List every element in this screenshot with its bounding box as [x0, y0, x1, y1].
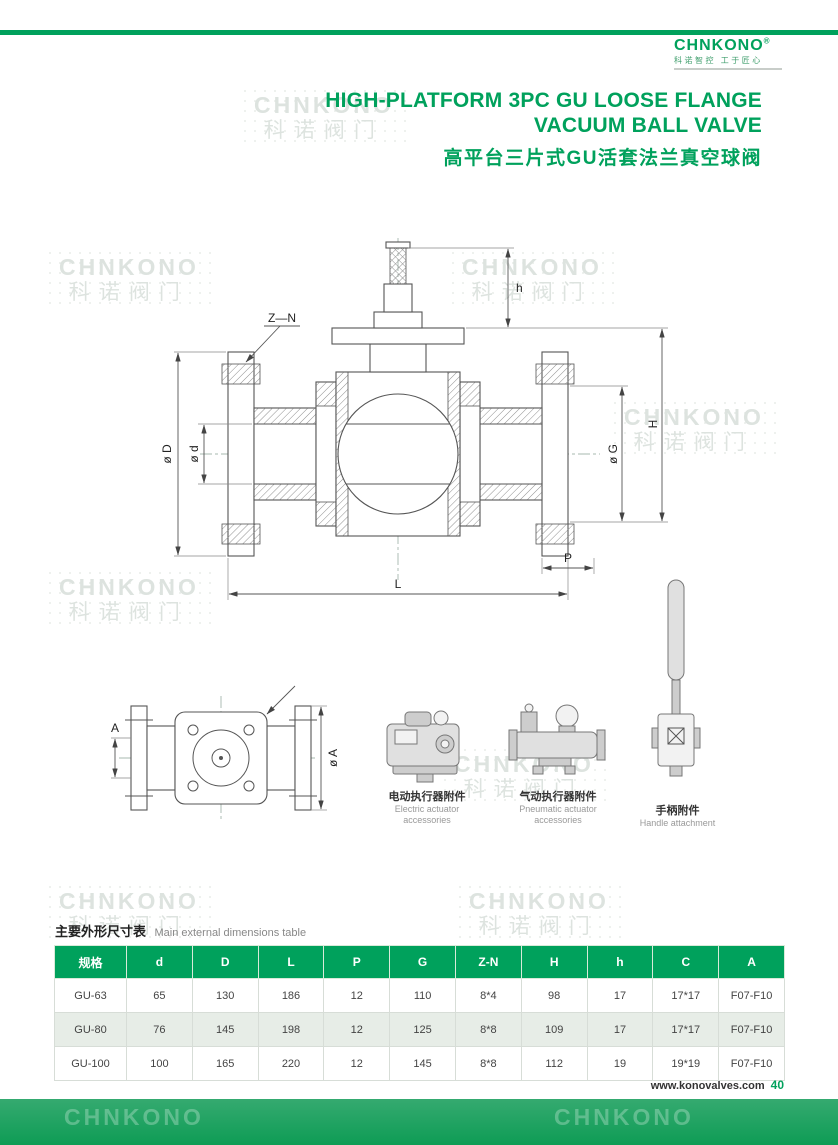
brand-logo-text: CHNKONO® — [674, 36, 771, 54]
accessory-label-en: Electric actuator — [394, 804, 460, 814]
registered-mark: ® — [763, 36, 771, 46]
table-header-cell: L — [257, 945, 325, 979]
table-cell: 12 — [323, 1046, 391, 1081]
dim-label-L: L — [395, 577, 402, 591]
table-header-cell: P — [323, 945, 391, 979]
accessory-label-en2: accessories — [534, 815, 582, 825]
table-cell: GU-100 — [54, 1046, 127, 1081]
table-cell: 125 — [389, 1012, 456, 1047]
brand-logo: CHNKONO® 科诺智控 工于匠心 — [674, 36, 782, 71]
table-cell: 130 — [191, 978, 259, 1013]
page-title-en-line2: VACUUM BALL VALVE — [533, 114, 762, 137]
table-title-zh: 主要外形尺寸表 — [55, 924, 147, 939]
dim-label-A: A — [111, 721, 119, 735]
dim-label-zn: Z—N — [268, 311, 296, 325]
table-header-cell: H — [520, 945, 588, 979]
table-cell: 198 — [257, 1012, 325, 1047]
table-header-row: 规格 d D L P G Z-N H h C A — [54, 945, 785, 979]
table-header-cell: Z-N — [454, 945, 522, 979]
table-cell: 65 — [126, 978, 193, 1013]
table-cell: 8*8 — [454, 1012, 522, 1047]
table-header-cell: C — [652, 945, 720, 979]
table-header-cell: 规格 — [54, 945, 127, 979]
accessory-label-en: Handle attachment — [639, 818, 716, 828]
table-cell: 12 — [323, 1012, 391, 1047]
watermark-line1: CHNKONO — [469, 888, 609, 914]
table-cell: F07-F10 — [718, 978, 785, 1013]
valve-side-view-drawing: A ø A — [111, 685, 340, 820]
accessory-label-zh: 气动执行器附件 — [519, 791, 597, 803]
table-cell: 100 — [126, 1046, 193, 1081]
page-title: HIGH-PLATFORM 3PC GU LOOSE FLANGE VACUUM… — [325, 88, 762, 170]
table-row: GU-63 65 130 186 12 110 8*4 98 17 17*17 … — [54, 978, 785, 1013]
table-cell: 98 — [520, 978, 588, 1013]
table-cell: GU-80 — [54, 1012, 127, 1047]
table-cell: 8*4 — [454, 978, 522, 1013]
valve-section-drawing: ø D ø d L P ø G H h Z—N — [160, 238, 668, 600]
table-cell: GU-63 — [54, 978, 127, 1013]
accessory-label-en: Pneumatic actuator — [519, 804, 597, 814]
table-cell: F07-F10 — [718, 1046, 785, 1081]
footer-website: www.konovalves.com 40 — [651, 1078, 784, 1092]
accessory-label-zh: 电动执行器附件 — [388, 791, 466, 803]
dim-label-dia-A: ø A — [326, 749, 340, 767]
handle-drawing — [651, 579, 701, 777]
dim-label-dia-d: ø d — [187, 445, 201, 462]
dim-label-dia-D: ø D — [160, 444, 174, 464]
table-cell: 19 — [586, 1046, 654, 1081]
table-cell: 17 — [586, 978, 654, 1013]
table-title: 主要外形尺寸表 Main external dimensions table — [55, 921, 306, 941]
top-green-rule — [0, 30, 838, 35]
dim-label-H: H — [646, 420, 660, 429]
page-title-en-line1: HIGH-PLATFORM 3PC GU LOOSE FLANGE — [325, 89, 762, 112]
table-header-cell: h — [586, 945, 654, 979]
dim-label-h: h — [516, 281, 523, 295]
table-header-cell: A — [718, 945, 785, 979]
table-cell: 165 — [191, 1046, 259, 1081]
accessory-caption-handle: 手柄附件 Handle attachment — [620, 804, 735, 829]
table-cell: 12 — [323, 978, 391, 1013]
dimensions-table: 规格 d D L P G Z-N H h C A GU-63 65 130 18… — [54, 945, 785, 1081]
table-cell: 109 — [520, 1012, 588, 1047]
pneumatic-actuator-drawing — [508, 703, 606, 775]
bottom-green-band — [0, 1099, 838, 1145]
brand-logo-subtitle: 科诺智控 工于匠心 — [674, 55, 763, 65]
page-title-zh: 高平台三片式GU活套法兰真空球阀 — [443, 148, 762, 169]
table-cell: 186 — [257, 978, 325, 1013]
accessory-caption-electric: 电动执行器附件 Electric actuator accessories — [357, 790, 497, 826]
dim-label-P: P — [564, 551, 572, 565]
watermark-line1: CHNKONO — [59, 888, 199, 914]
watermark-line2: 科诺阀门 — [478, 915, 599, 938]
table-row: GU-100 100 165 220 12 145 8*8 112 19 19*… — [54, 1046, 785, 1081]
table-cell: F07-F10 — [718, 1012, 785, 1047]
table-cell: 17*17 — [652, 978, 720, 1013]
table-cell: 17 — [586, 1012, 654, 1047]
dim-label-dia-G: ø G — [606, 444, 620, 464]
electric-actuator-drawing — [386, 710, 460, 783]
website-url: www.konovalves.com — [650, 1080, 765, 1092]
watermark: CHNKONO 科诺阀门 — [455, 882, 623, 946]
table-cell: 19*19 — [652, 1046, 720, 1081]
table-cell: 110 — [389, 978, 456, 1013]
accessory-label-en2: accessories — [403, 815, 451, 825]
table-header-cell: G — [389, 945, 456, 979]
table-title-en: Main external dimensions table — [154, 927, 307, 939]
table-cell: 145 — [191, 1012, 259, 1047]
table-row: GU-80 76 145 198 12 125 8*8 109 17 17*17… — [54, 1012, 785, 1047]
table-cell: 112 — [520, 1046, 588, 1081]
table-header-cell: D — [191, 945, 259, 979]
table-cell: 8*8 — [454, 1046, 522, 1081]
logo-tagline-line — [674, 68, 782, 71]
table-cell: 17*17 — [652, 1012, 720, 1047]
table-cell: 76 — [126, 1012, 193, 1047]
page-number: 40 — [770, 1078, 784, 1092]
accessory-label-zh: 手柄附件 — [655, 805, 700, 817]
accessory-caption-pneumatic: 气动执行器附件 Pneumatic actuator accessories — [488, 790, 628, 826]
table-header-cell: d — [126, 945, 193, 979]
table-cell: 145 — [389, 1046, 456, 1081]
table-cell: 220 — [257, 1046, 325, 1081]
